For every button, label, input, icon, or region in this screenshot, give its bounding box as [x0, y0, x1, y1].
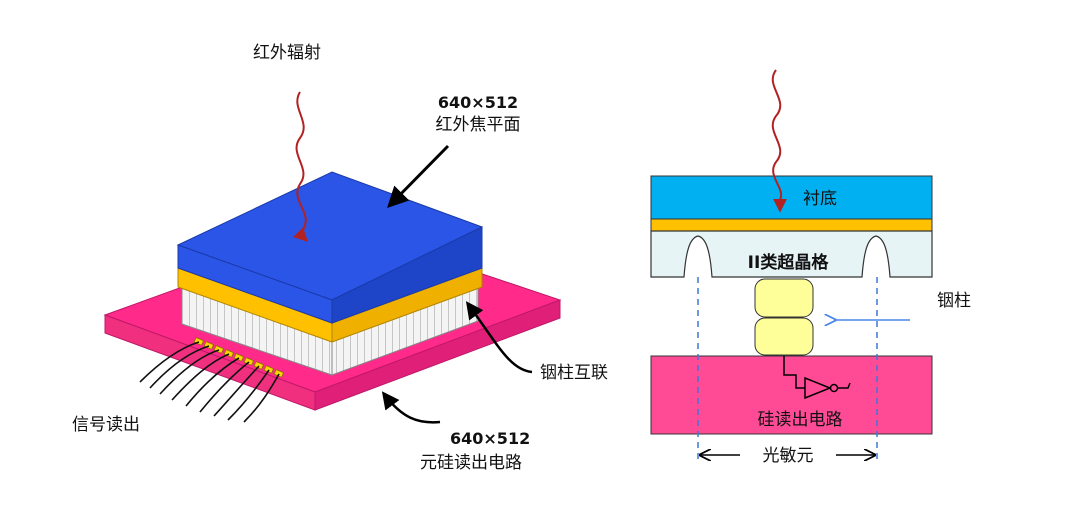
- roic-arrow: [381, 391, 441, 424]
- readout-label: 信号读出: [72, 415, 140, 435]
- radiation-wave-right: [771, 69, 787, 213]
- chip-stack-3d: [103, 171, 562, 423]
- interconnect-arrow: [465, 301, 533, 374]
- indium-label: 铟柱: [937, 291, 971, 311]
- interconnect-label: 铟柱互联: [540, 363, 608, 383]
- amplifier-symbol: [783, 356, 851, 400]
- pixel-label: 光敏元: [763, 446, 814, 466]
- fpa-label: 红外焦平面: [436, 115, 521, 135]
- superlattice-label: II类超晶格: [748, 252, 830, 273]
- indium-bump-upper: [754, 278, 814, 318]
- substrate-label: 衬底: [803, 189, 837, 209]
- radiation-label: 红外辐射: [253, 43, 321, 63]
- cross-section: 衬底 II类超晶格 硅读出电路 光敏元 铟柱: [650, 175, 971, 466]
- buffer-layer: [650, 218, 933, 232]
- roic-base-side: [314, 299, 561, 411]
- substrate-layer: [650, 175, 933, 220]
- roic-label: 元硅读出电路: [420, 453, 522, 473]
- indium-bump-lower: [754, 317, 814, 356]
- fpa-arrow: [387, 144, 450, 208]
- superlattice-layer: [650, 230, 933, 278]
- radiation-wave-left: [293, 91, 308, 242]
- fpa-resolution: 640×512: [438, 93, 518, 112]
- roic-resolution: 640×512: [450, 429, 530, 448]
- fpa-side: [331, 226, 483, 324]
- roic-label-right: 硅读出电路: [758, 410, 843, 430]
- readout-wires: [139, 341, 280, 423]
